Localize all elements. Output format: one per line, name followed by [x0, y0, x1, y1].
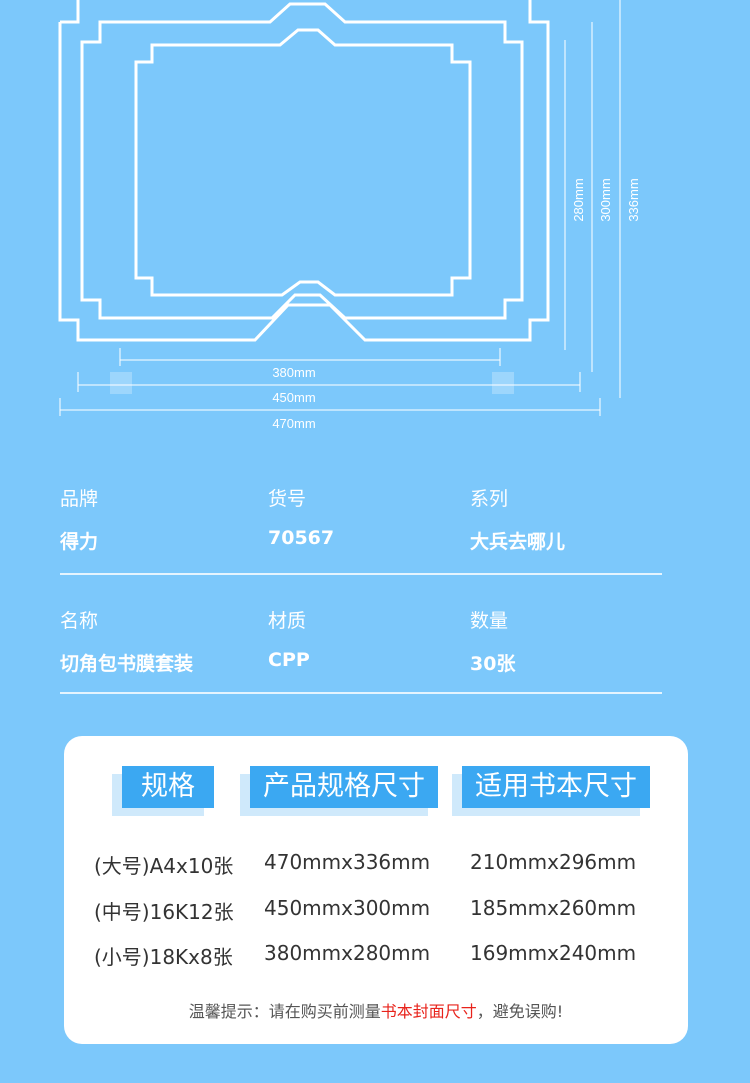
spec-row-3-product: 380mmx280mm	[264, 941, 431, 965]
width-label-large: 470mm	[272, 416, 315, 431]
brand-value: 得力	[60, 531, 99, 553]
spec-card: 规格 产品规格尺寸 适用书本尺寸 (大号)A4x10张 470mmx336mm …	[64, 736, 688, 1044]
tip-prefix: 温馨提示：请在购买前测量	[188, 1002, 381, 1021]
item-no-label: 货号	[268, 488, 307, 510]
width-label-medium: 450mm	[272, 390, 315, 405]
brand-label: 品牌	[60, 488, 99, 510]
height-label-large: 336mm	[626, 178, 641, 221]
spec-row-3-book: 169mmx240mm	[470, 941, 637, 965]
outline-large	[58, 0, 550, 342]
outline-medium	[80, 2, 524, 320]
width-label-small: 380mm	[272, 365, 315, 380]
spec-row-1-book: 210mmx296mm	[470, 850, 637, 874]
tip-highlight: 书本封面尺寸	[380, 1002, 477, 1021]
purchase-tip: 温馨提示：请在购买前测量书本封面尺寸，避免误购!	[64, 998, 688, 1022]
spec-row-1-size: (大号)A4x10张	[94, 854, 234, 878]
spec-row-2-size: (中号)16K12张	[94, 900, 234, 924]
outline-small	[134, 28, 472, 297]
spec-row-2-product: 450mmx300mm	[264, 896, 431, 920]
watermark-mark	[110, 372, 132, 394]
height-label-small: 280mm	[571, 178, 586, 221]
watermark-mark	[492, 372, 514, 394]
divider	[60, 573, 662, 575]
quantity-label: 数量	[470, 610, 509, 632]
spec-row-3-size: (小号)18Kx8张	[94, 945, 233, 969]
size-diagram: 380mm 450mm 470mm 280mm 300mm 336mm	[58, 0, 641, 431]
quantity-value: 30张	[470, 653, 516, 675]
divider	[60, 692, 662, 694]
spec-row-2-book: 185mmx260mm	[470, 896, 637, 920]
name-value: 切角包书膜套装	[60, 653, 194, 675]
name-label: 名称	[60, 610, 99, 632]
header-book-size: 适用书本尺寸	[462, 766, 650, 808]
height-label-medium: 300mm	[598, 178, 613, 221]
series-value: 大兵去哪儿	[470, 531, 566, 553]
item-no-value: 70567	[268, 527, 335, 549]
series-label: 系列	[470, 488, 509, 510]
tip-suffix: ，避免误购!	[476, 1002, 564, 1021]
material-label: 材质	[268, 610, 307, 632]
header-product-size: 产品规格尺寸	[250, 766, 438, 808]
spec-row-1-product: 470mmx336mm	[264, 850, 431, 874]
header-spec: 规格	[122, 766, 214, 808]
material-value: CPP	[268, 649, 310, 671]
